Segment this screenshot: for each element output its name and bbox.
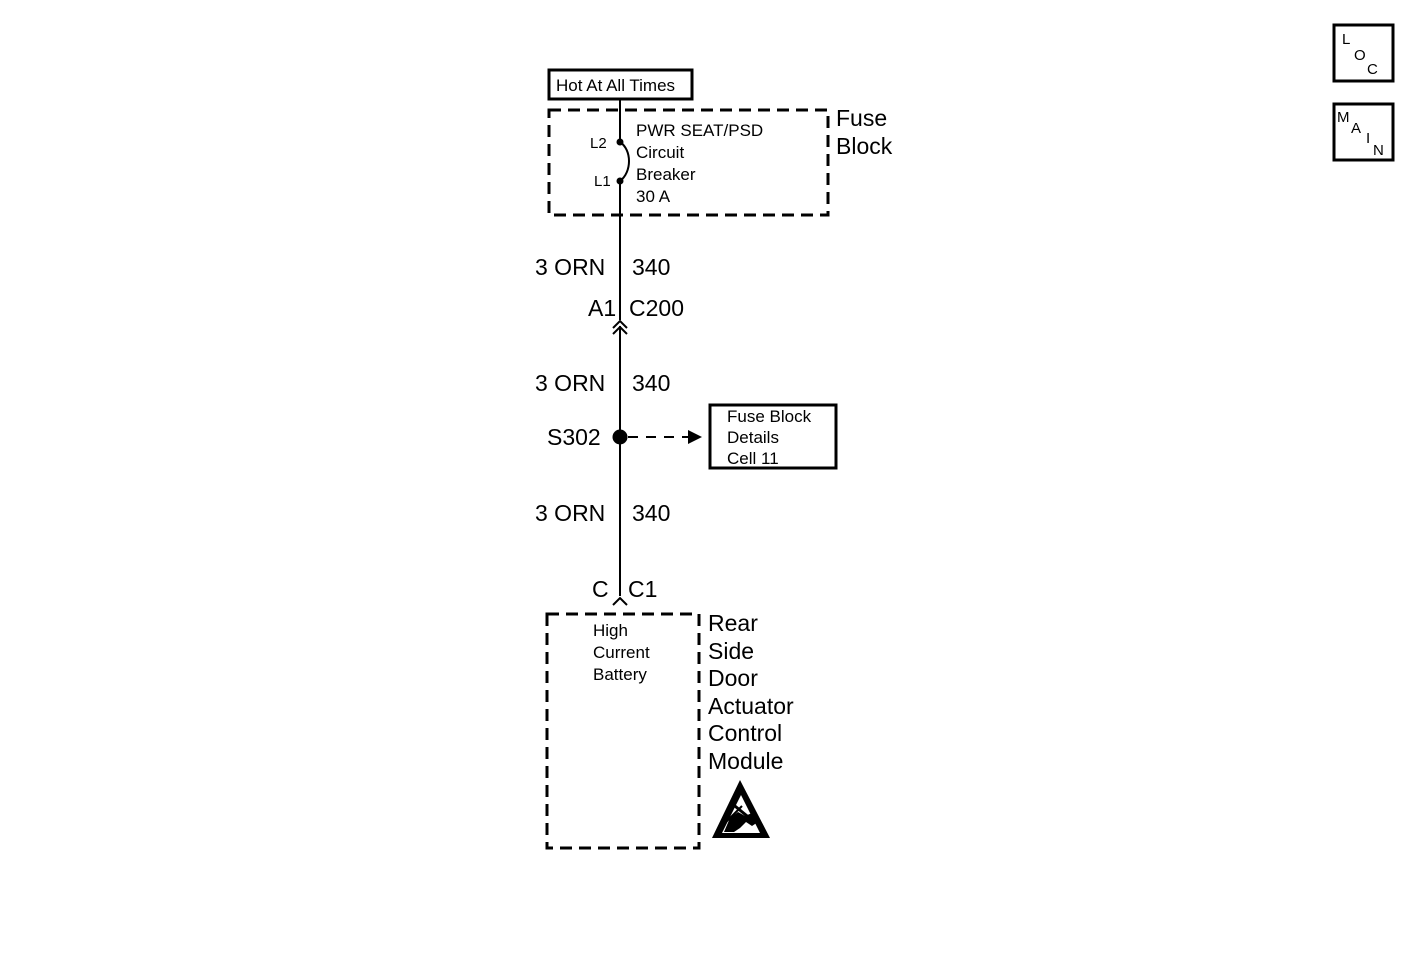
splice-s302-dot (612, 429, 628, 445)
module-outline (545, 612, 701, 850)
module-name-line1: Rear (708, 610, 758, 636)
fuse-block-details-line3: Cell 11 (727, 449, 779, 468)
main-letter-a: A (1351, 120, 1361, 137)
loc-letter-l: L (1342, 31, 1350, 48)
loc-letter-c: C (1367, 61, 1378, 78)
module-inner-line1: High (593, 621, 628, 640)
main-nav-button[interactable]: M A I N (1332, 102, 1395, 162)
connector-c1-name: C1 (628, 576, 657, 602)
module-name-line6: Module (708, 748, 783, 774)
wire-3-circuit: 340 (632, 500, 670, 526)
connector-c1-symbol (612, 596, 628, 606)
wire-1-gauge-color: 3 ORN (535, 254, 605, 280)
terminal-l2-label: L2 (590, 135, 607, 152)
main-letter-i: I (1366, 130, 1370, 147)
wire-1-circuit: 340 (632, 254, 670, 280)
module-name-line5: Control (708, 720, 782, 746)
fuse-block-outline (547, 108, 830, 217)
fuse-block-details-line1: Fuse Block (727, 407, 812, 426)
breaker-label-line3: Breaker (636, 165, 696, 184)
connector-c200-symbol (612, 319, 628, 335)
module-inner-line2: Current (593, 643, 650, 662)
loc-nav-button[interactable]: L O C (1332, 23, 1395, 83)
main-letter-n: N (1373, 142, 1384, 159)
connector-c200-name: C200 (629, 295, 684, 321)
fuse-block-details-line2: Details (727, 428, 779, 447)
module-name-line4: Actuator (708, 693, 794, 719)
breaker-label-line4: 30 A (636, 187, 671, 206)
splice-s302-label: S302 (547, 424, 601, 450)
terminal-l1-label: L1 (594, 173, 611, 190)
fuse-block-label-line2: Block (836, 133, 893, 159)
wire-3-gauge-color: 3 ORN (535, 500, 605, 526)
fuse-block-details-link[interactable]: Fuse Block Details Cell 11 (708, 403, 838, 470)
circuit-breaker (616, 99, 630, 185)
breaker-label-line1: PWR SEAT/PSD (636, 121, 763, 140)
fuse-block-label-line1: Fuse (836, 105, 887, 131)
loc-letter-o: O (1354, 47, 1366, 64)
hot-at-all-times-label: Hot At All Times (556, 76, 675, 95)
connector-c1-pin: C (592, 576, 609, 602)
module-name-line3: Door (708, 665, 758, 691)
breaker-label-line2: Circuit (636, 143, 684, 162)
wire-2-circuit: 340 (632, 370, 670, 396)
wire-2-gauge-color: 3 ORN (535, 370, 605, 396)
module-name-line2: Side (708, 638, 754, 664)
esd-sensitive-icon (712, 780, 770, 838)
connector-c200-pin: A1 (588, 295, 616, 321)
hot-at-all-times-box: Hot At All Times (547, 68, 694, 101)
module-inner-line3: Battery (593, 665, 647, 684)
splice-reference-arrow-icon (688, 430, 702, 444)
main-letter-m: M (1337, 109, 1350, 126)
